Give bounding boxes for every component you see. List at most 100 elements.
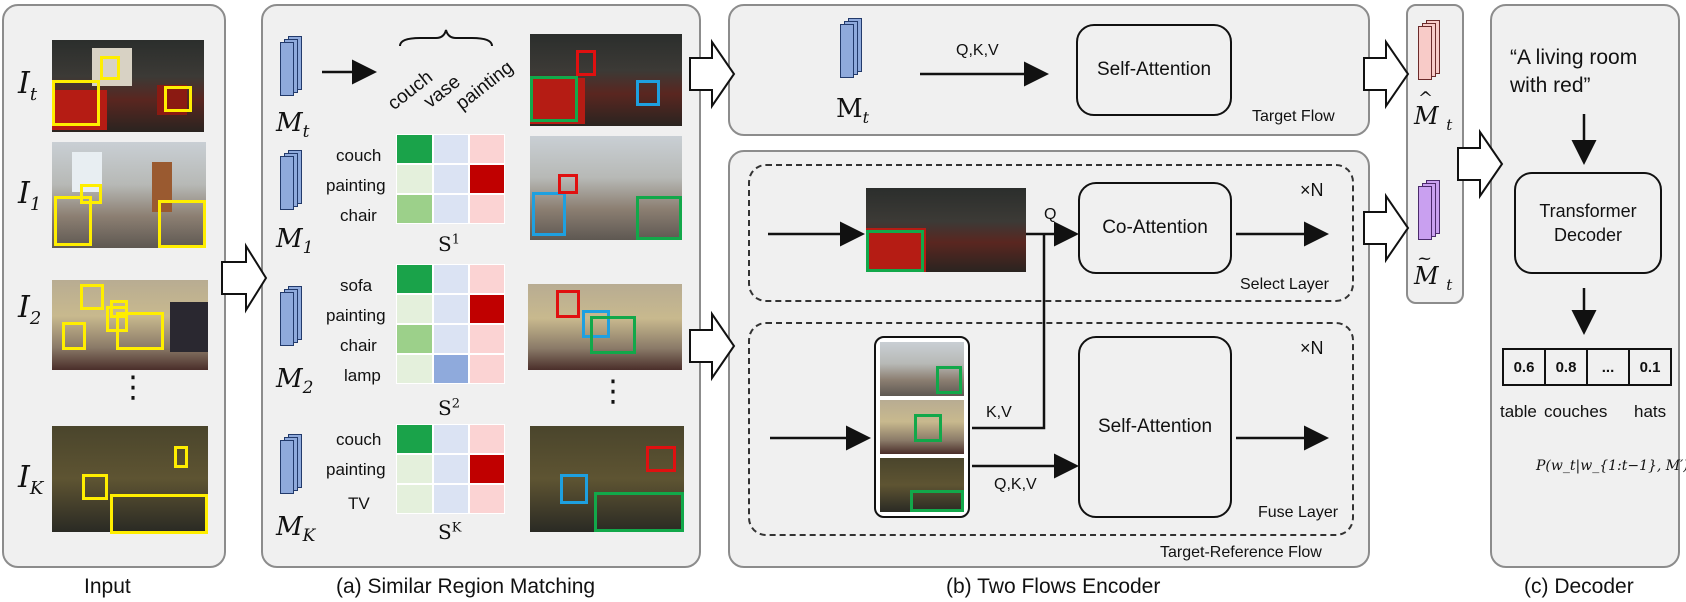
input-bbox bbox=[82, 474, 108, 500]
row-label: couch bbox=[336, 430, 382, 449]
row-label: couch bbox=[336, 146, 382, 165]
hat-accent: ^ bbox=[1418, 88, 1434, 109]
region-box-green bbox=[530, 76, 578, 122]
input-bbox bbox=[100, 56, 120, 80]
score-cell bbox=[396, 484, 433, 514]
block-arrow bbox=[689, 38, 736, 110]
self-attention-box-fuse: Self-Attention bbox=[1078, 336, 1232, 518]
fuse-layer-frame bbox=[748, 322, 1354, 536]
score-label-1: S1 bbox=[438, 232, 460, 256]
select-layer-label: Select Layer bbox=[1240, 276, 1329, 293]
prob-cell: 0.1 bbox=[1639, 358, 1661, 376]
region-box-blue bbox=[636, 80, 660, 106]
score-cell bbox=[433, 324, 469, 354]
score-cell bbox=[433, 484, 469, 514]
memory-label-1: M1 bbox=[276, 224, 314, 259]
block-arrow bbox=[1363, 192, 1410, 264]
input-vertical-dots: ⋮ bbox=[118, 371, 148, 404]
q-label: Q bbox=[1044, 206, 1057, 223]
word-table: table bbox=[1500, 402, 1537, 421]
row-label: chair bbox=[340, 206, 377, 225]
word-couches: couches bbox=[1544, 402, 1608, 421]
score-cell bbox=[469, 134, 505, 164]
matched-image-2 bbox=[528, 284, 682, 370]
region-box-red bbox=[558, 174, 578, 194]
qkv-label: Q,K,V bbox=[956, 42, 999, 59]
input-image-k bbox=[52, 426, 208, 532]
score-cell bbox=[396, 424, 433, 454]
region-box-green bbox=[636, 196, 682, 240]
region-box-red bbox=[646, 446, 676, 472]
input-bbox bbox=[106, 306, 128, 332]
matching-vertical-dots: ⋮ bbox=[598, 375, 628, 408]
score-cell bbox=[469, 354, 505, 384]
target-memory-label: Mt bbox=[836, 94, 870, 128]
score-cell bbox=[469, 454, 505, 484]
input-image-2 bbox=[52, 280, 208, 370]
prob-cell: 0.8 bbox=[1546, 350, 1588, 384]
matched-image-1 bbox=[530, 136, 682, 240]
score-cell bbox=[433, 454, 469, 484]
caption-matching: (a) Similar Region Matching bbox=[336, 575, 596, 598]
input-bbox bbox=[174, 446, 188, 468]
row-label: chair bbox=[340, 336, 377, 355]
kv-arrow-line bbox=[972, 234, 1046, 430]
qkv-label-fuse: Q,K,V bbox=[994, 476, 1037, 493]
region-box-green bbox=[936, 366, 962, 394]
score-cell bbox=[433, 264, 469, 294]
probability-table: 0.6 0.8 ... 0.1 bbox=[1502, 348, 1672, 386]
target-flow-label: Target Flow bbox=[1252, 108, 1335, 125]
input-label-i2: I2 bbox=[18, 290, 42, 329]
score-cell bbox=[396, 134, 433, 164]
score-label-k: SK bbox=[438, 520, 462, 544]
select-times-n: ×N bbox=[1300, 180, 1324, 200]
prob-cell: 0.6 bbox=[1504, 350, 1546, 384]
co-attention-box: Co-Attention bbox=[1078, 182, 1232, 274]
row-label: painting bbox=[326, 306, 386, 325]
score-label-2: S2 bbox=[438, 396, 460, 420]
score-cell bbox=[433, 354, 469, 384]
input-label-it: It bbox=[18, 66, 38, 105]
caption-encoder: (b) Two Flows Encoder bbox=[946, 575, 1161, 598]
region-box-green bbox=[594, 492, 684, 532]
input-label-i1: I1 bbox=[18, 176, 42, 215]
target-reference-flow-panel bbox=[728, 150, 1370, 568]
word-hats: hats bbox=[1634, 402, 1667, 421]
region-box-green bbox=[590, 316, 636, 354]
region-box-blue bbox=[532, 192, 566, 236]
score-cell bbox=[396, 354, 433, 384]
fuse-times-n: ×N bbox=[1300, 338, 1324, 358]
score-cell bbox=[396, 164, 433, 194]
memory-label-t: Mt bbox=[276, 108, 310, 143]
score-cell bbox=[396, 294, 433, 324]
probability-formula: P(w_t|w_{1:t−1}, M′) bbox=[1536, 458, 1686, 474]
caption-decoder: (c) Decoder bbox=[1524, 575, 1634, 598]
row-label: painting bbox=[326, 176, 386, 195]
brace bbox=[399, 29, 493, 47]
decoder-quote: “A living room with red” bbox=[1510, 46, 1638, 97]
target-flow-panel bbox=[728, 4, 1370, 136]
select-layer-frame bbox=[748, 164, 1354, 302]
score-cell bbox=[469, 424, 505, 454]
block-arrow bbox=[689, 310, 736, 382]
region-box-red bbox=[576, 50, 596, 76]
prob-cell: ... bbox=[1588, 350, 1630, 384]
caption-input: Input bbox=[84, 575, 131, 598]
score-cell bbox=[469, 264, 505, 294]
row-label: TV bbox=[348, 494, 370, 513]
score-cell bbox=[433, 134, 469, 164]
kv-label: K,V bbox=[986, 404, 1012, 421]
score-cell bbox=[396, 194, 433, 224]
region-box-green bbox=[914, 414, 942, 442]
row-label: sofa bbox=[340, 276, 373, 295]
score-cell bbox=[396, 454, 433, 484]
input-bbox bbox=[52, 80, 100, 126]
memory-label-2: M2 bbox=[276, 364, 314, 399]
score-cell bbox=[469, 194, 505, 224]
matched-image-k bbox=[530, 426, 684, 532]
score-cell bbox=[396, 264, 433, 294]
self-attention-box-target: Self-Attention bbox=[1076, 24, 1232, 116]
m-hat-label: M ^ t bbox=[1414, 88, 1453, 134]
score-cell bbox=[469, 164, 505, 194]
region-box-blue bbox=[560, 474, 588, 504]
